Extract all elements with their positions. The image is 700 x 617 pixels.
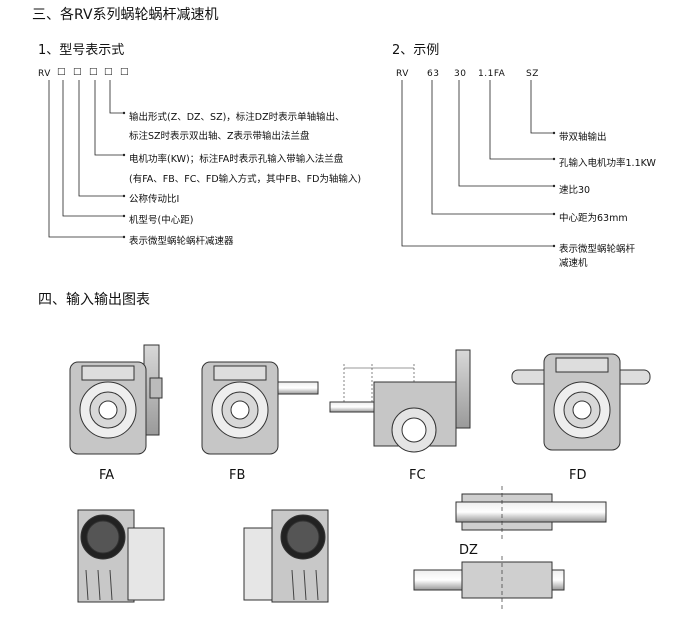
example-label-ratio: 速比30 bbox=[559, 185, 591, 196]
model-code-prefix: RV bbox=[38, 69, 51, 79]
model-box-1: □ bbox=[57, 67, 67, 77]
example-code-63: 63 bbox=[427, 69, 440, 79]
model-label-output: 输出形式(Z、DZ、SZ)，标注DZ时表示单轴输出、 bbox=[129, 112, 345, 123]
model-label-type: 表示微型蜗轮蜗杆减速器 bbox=[129, 236, 234, 247]
model-label-size: 机型号(中心距) bbox=[129, 215, 194, 226]
model-format-title: 1、型号表示式 bbox=[38, 43, 125, 58]
example-label-sz: 带双轴输出 bbox=[559, 132, 607, 143]
fd-drawing bbox=[511, 353, 651, 451]
example-label-type: 表示微型蜗轮蜗杆 bbox=[559, 244, 636, 255]
model-box-4: □ bbox=[104, 67, 114, 77]
model-box-2: □ bbox=[73, 67, 83, 77]
model-box-3: □ bbox=[89, 67, 99, 77]
output-view-1 bbox=[77, 509, 165, 603]
model-label-input: (有FA、FB、FC、FD输入方式，其中FB、FD为轴输入) bbox=[129, 174, 362, 185]
model-label-ratio: 公称传动比I bbox=[129, 194, 180, 205]
model-box-5: □ bbox=[120, 67, 130, 77]
example-code-30: 30 bbox=[454, 69, 467, 79]
label-fb: FB bbox=[229, 468, 246, 483]
section-3-title: 三、各RV系列蜗轮蜗杆减速机 bbox=[32, 7, 219, 23]
example-label-center: 中心距为63mm bbox=[559, 213, 628, 224]
model-label-output-2: 标注SZ时表示双出轴、Z表示带输出法兰盘 bbox=[129, 131, 310, 142]
example-code-rv: RV bbox=[396, 69, 409, 79]
fb-drawing bbox=[201, 361, 319, 455]
example-label-type-2: 减速机 bbox=[559, 258, 588, 269]
example-code-power: 1.1FA bbox=[478, 69, 506, 79]
fc-drawing bbox=[329, 349, 471, 453]
example-label-power: 孔输入电机功率1.1KW bbox=[559, 158, 656, 169]
dz-drawing bbox=[413, 486, 607, 612]
label-fa: FA bbox=[99, 468, 115, 483]
section-4-title: 四、输入输出图表 bbox=[38, 292, 150, 308]
label-fd: FD bbox=[569, 468, 587, 483]
model-label-power: 电机功率(KW)；标注FA时表示孔输入带输入法兰盘 bbox=[129, 154, 344, 165]
label-dz: DZ bbox=[459, 543, 478, 558]
example-code-sz: SZ bbox=[526, 69, 539, 79]
example-title: 2、示例 bbox=[392, 43, 440, 58]
fa-drawing bbox=[69, 344, 163, 455]
label-fc: FC bbox=[409, 468, 426, 483]
output-view-2 bbox=[243, 509, 329, 603]
